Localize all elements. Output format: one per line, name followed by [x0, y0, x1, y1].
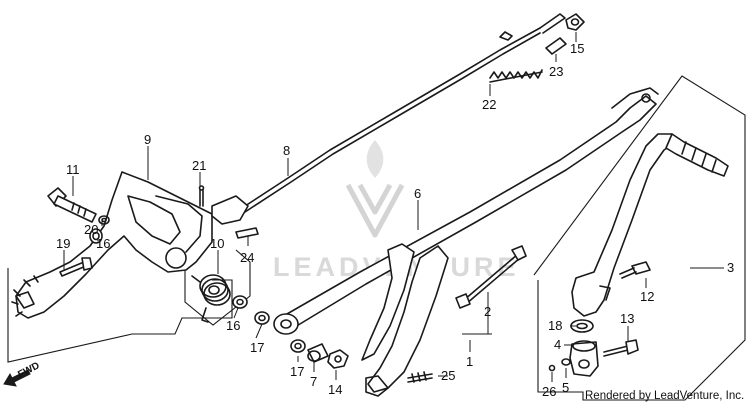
pivot-bolt — [47, 187, 97, 223]
callout-14: 14 — [328, 382, 342, 397]
watermark-logo-icon — [345, 140, 405, 238]
callout-9: 9 — [144, 132, 151, 147]
callout-6: 6 — [414, 186, 421, 201]
callout-12: 12 — [640, 289, 654, 304]
callout-labels: 9 11 21 8 19 20 16 10 24 17 16 6 2 1 3 1… — [56, 41, 734, 399]
callout-5: 5 — [562, 380, 569, 395]
bushing-7 — [307, 343, 329, 363]
brake-spring — [191, 274, 231, 323]
main-stand — [361, 243, 449, 397]
nut-14 — [327, 349, 349, 369]
bolt-12 — [619, 261, 651, 279]
pin-23 — [545, 37, 567, 55]
callout-15: 15 — [570, 41, 584, 56]
brake-rod — [241, 13, 566, 213]
render-credit: Rendered by LeadVenture, Inc. — [585, 390, 744, 402]
pin-5 — [561, 358, 571, 366]
frame-brake-spring — [184, 249, 251, 326]
brake-arm-rod — [273, 87, 659, 335]
callout-7: 7 — [310, 374, 317, 389]
callout-22: 22 — [482, 97, 496, 112]
callout-13: 13 — [620, 311, 634, 326]
callout-11: 11 — [66, 162, 80, 177]
callout-20: 20 — [84, 222, 98, 237]
callout-18: 18 — [548, 318, 562, 333]
brake-pedal — [11, 171, 213, 319]
callout-24: 24 — [240, 250, 254, 265]
callout-17b: 17 — [290, 364, 304, 379]
forward-arrow-icon — [3, 369, 31, 387]
callout-2: 2 — [484, 304, 491, 319]
callout-1: 1 — [466, 354, 473, 369]
cotter-pin — [198, 185, 205, 207]
bolt-13 — [603, 339, 639, 357]
cap-15 — [565, 13, 585, 31]
forward-label: FWD — [16, 360, 41, 380]
callout-3: 3 — [727, 260, 734, 275]
callout-21: 21 — [192, 158, 206, 173]
callout-4: 4 — [554, 337, 561, 352]
spring-22 — [489, 69, 543, 83]
callout-8: 8 — [283, 143, 290, 158]
callout-16b: 16 — [226, 318, 240, 333]
callout-17a: 17 — [250, 340, 264, 355]
frame-brake-pedal — [7, 268, 233, 363]
callout-23: 23 — [549, 64, 563, 79]
callout-16a: 16 — [96, 236, 110, 251]
callout-25: 25 — [441, 368, 455, 383]
callout-26: 26 — [542, 384, 556, 399]
forward-direction-indicator: FWD — [3, 360, 42, 387]
frame-kick-starter — [533, 75, 746, 401]
clevis-pin — [211, 195, 259, 239]
collar-17a — [254, 311, 270, 325]
collar-17b — [290, 339, 306, 353]
collar-16b — [232, 295, 248, 309]
bolt-19 — [59, 257, 93, 277]
ball-26 — [548, 364, 556, 372]
stand-bolt — [455, 245, 527, 309]
kick-spindle-4 — [569, 340, 599, 377]
callout-10: 10 — [210, 236, 224, 251]
leader-lines — [63, 32, 724, 382]
stand-stop-bolt — [407, 371, 433, 383]
callout-19: 19 — [56, 236, 70, 251]
kick-starter-arm — [571, 133, 729, 317]
collar-16a — [89, 228, 103, 244]
